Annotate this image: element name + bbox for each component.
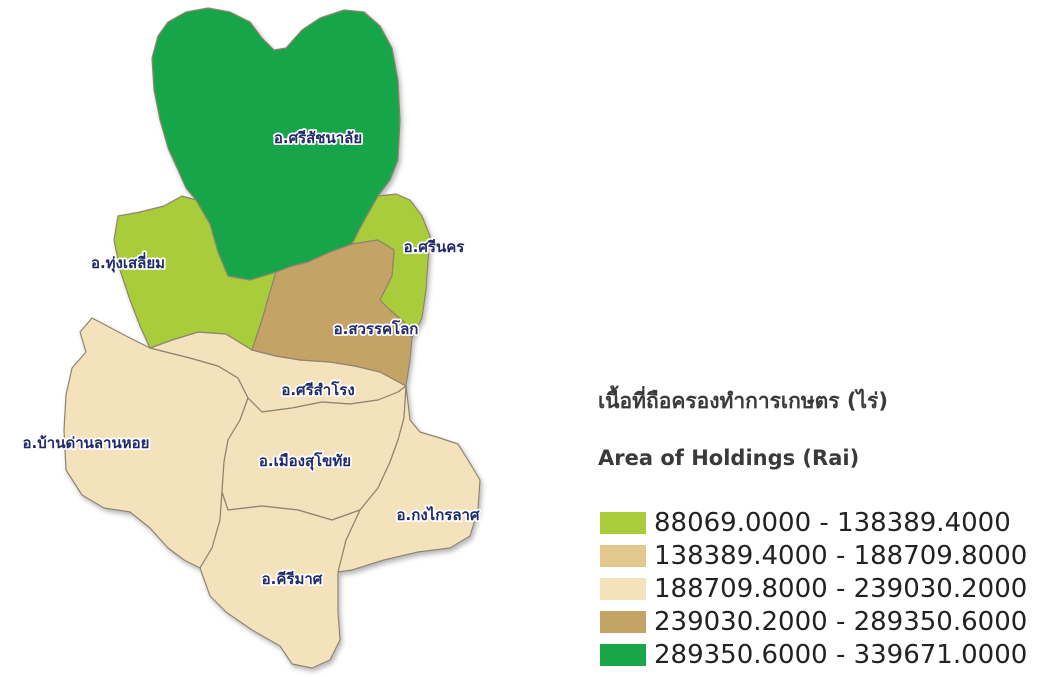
district-label: อ.สวรรคโลก (334, 319, 419, 338)
district-kong-krailat (337, 385, 481, 573)
legend-swatch (600, 610, 646, 633)
legend-range-label: 188709.8000 - 239030.2000 (654, 573, 1028, 604)
legend-swatch (600, 544, 646, 567)
district-label: อ.ทุ่งเสลี่ยม (91, 252, 165, 273)
legend-item: 289350.6000 - 339671.0000 (600, 638, 1027, 671)
legend-range-label: 88069.0000 - 138389.4000 (654, 507, 1011, 538)
legend-swatch (600, 511, 646, 534)
legend-item: 239030.2000 - 289350.6000 (600, 605, 1027, 638)
district-label: อ.ศรีสำโรง (281, 380, 354, 399)
legend-title-english: Area of Holdings (Rai) (598, 446, 860, 470)
legend-title-thai: เนื้อที่ถือครองทำการเกษตร (ไร่) (598, 389, 888, 413)
legend-item: 88069.0000 - 138389.4000 (600, 506, 1027, 539)
district-label: อ.กงไกรลาศ (397, 505, 480, 524)
district-label: อ.คีรีมาศ (262, 570, 323, 588)
district-label: อ.ศรีสัชนาลัย (274, 129, 362, 147)
legend-range-label: 289350.6000 - 339671.0000 (654, 639, 1028, 670)
legend-range-label: 239030.2000 - 289350.6000 (654, 606, 1028, 637)
legend-range-label: 138389.4000 - 188709.8000 (654, 540, 1028, 571)
district-label: อ.ศรีนคร (404, 238, 466, 256)
district-label: อ.บ้านด่านลานหอย (23, 434, 150, 452)
legend-item: 138389.4000 - 188709.8000 (600, 539, 1027, 572)
legend-swatch (600, 643, 646, 666)
legend-swatch (600, 577, 646, 600)
legend-item: 188709.8000 - 239030.2000 (600, 572, 1027, 605)
district-label: อ.เมืองสุโขทัย (259, 451, 351, 471)
district-khiri-mat (199, 491, 361, 669)
legend: 88069.0000 - 138389.4000 138389.4000 - 1… (600, 506, 1027, 671)
district-si-satchanalai (151, 7, 401, 281)
